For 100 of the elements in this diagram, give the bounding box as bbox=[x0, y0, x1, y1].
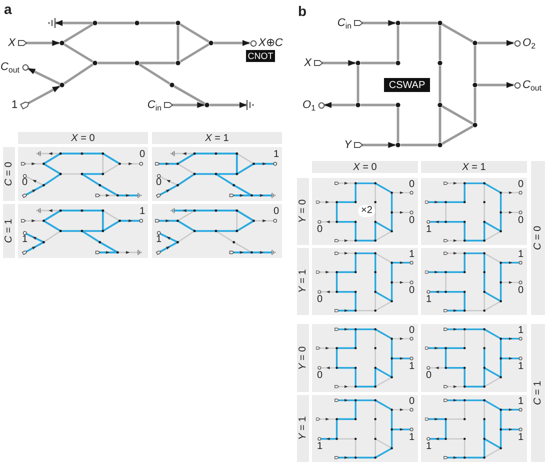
output-terminal bbox=[302, 98, 324, 112]
wire bbox=[140, 22, 176, 24]
signal-arrow bbox=[26, 40, 60, 46]
signal-arrow bbox=[28, 85, 60, 104]
junction-dot bbox=[356, 102, 360, 108]
terminal-label: X bbox=[304, 56, 312, 70]
row-header: C = 0 bbox=[3, 147, 15, 201]
signal-arrow bbox=[172, 102, 205, 108]
gate-label: CSWAP bbox=[384, 78, 430, 92]
bit-value: 0 bbox=[409, 286, 415, 296]
junction-dot bbox=[472, 40, 478, 46]
junction-dot bbox=[438, 60, 442, 66]
column-header: X = 0 bbox=[312, 161, 418, 173]
bit-value: 1 bbox=[518, 250, 524, 260]
bit-value: 0 bbox=[22, 178, 28, 188]
terminal-label: O$_{2}$ bbox=[522, 36, 536, 50]
bit-value: 0 bbox=[409, 180, 415, 190]
junction-dot bbox=[170, 82, 174, 88]
column-header: X = 1 bbox=[152, 132, 282, 144]
wire bbox=[64, 64, 94, 84]
wire bbox=[64, 23, 94, 43]
bit-value: 1 bbox=[426, 295, 432, 305]
ground-symbol bbox=[48, 18, 56, 28]
signal-arrow bbox=[362, 142, 396, 148]
bit-value: 0 bbox=[317, 371, 323, 381]
junction-dot bbox=[60, 40, 64, 46]
column-header: X = 1 bbox=[421, 161, 527, 173]
wire bbox=[98, 62, 134, 64]
input-terminal bbox=[147, 98, 172, 112]
bit-value: 0 bbox=[317, 295, 323, 305]
bit-value: 0 bbox=[426, 371, 432, 381]
bit-value: 0 bbox=[139, 150, 145, 160]
junction-dot bbox=[396, 20, 400, 26]
signal-arrow bbox=[362, 20, 396, 26]
bit-value: 0 bbox=[273, 207, 279, 217]
bit-value: 1 bbox=[409, 362, 415, 372]
multiplier-label: ×2 bbox=[358, 205, 376, 217]
junction-dot bbox=[438, 142, 442, 148]
bit-value: 1 bbox=[518, 433, 524, 443]
terminal-label: X⊕C bbox=[258, 36, 283, 50]
junction-dot bbox=[134, 20, 140, 26]
row-header: Y = 1 bbox=[297, 248, 309, 315]
signal-arrow bbox=[478, 40, 514, 46]
row-header: C = 1 bbox=[531, 324, 545, 462]
wire bbox=[64, 43, 94, 63]
signal-arrow bbox=[55, 20, 92, 26]
panel-letter: b bbox=[298, 3, 307, 19]
junction-dot bbox=[204, 102, 210, 108]
gate-label: CNOT bbox=[246, 50, 275, 62]
wire bbox=[442, 105, 474, 125]
junction-dot bbox=[92, 20, 98, 26]
terminal-label: Y bbox=[344, 138, 352, 152]
row-header: Y = 1 bbox=[297, 395, 309, 462]
output-terminal bbox=[514, 78, 542, 92]
signal-arrow bbox=[214, 40, 250, 46]
wire bbox=[138, 63, 170, 85]
bit-value: 1 bbox=[139, 207, 145, 217]
bit-value: 0 bbox=[409, 326, 415, 336]
wire bbox=[400, 22, 438, 24]
signal-arrow bbox=[478, 82, 514, 88]
bit-value: 1 bbox=[156, 235, 162, 245]
bit-value: 1 bbox=[317, 442, 323, 452]
junction-dot bbox=[92, 60, 98, 66]
junction-dot bbox=[396, 60, 400, 66]
ground-symbol bbox=[246, 100, 254, 110]
wire bbox=[474, 88, 476, 122]
wire bbox=[140, 62, 176, 64]
terminal-label: O$_{1}$ bbox=[302, 98, 316, 112]
bit-value: 1 bbox=[518, 362, 524, 372]
wire bbox=[98, 22, 134, 24]
bit-value: 1 bbox=[426, 442, 432, 452]
junction-dot bbox=[176, 20, 180, 26]
bit-value: 0 bbox=[317, 225, 323, 235]
wire bbox=[360, 104, 396, 106]
bit-value: 1 bbox=[518, 326, 524, 336]
panel-letter: a bbox=[4, 1, 12, 17]
wire bbox=[474, 46, 476, 82]
terminal-label: C$_{in}$ bbox=[337, 16, 352, 30]
junction-dot bbox=[356, 60, 360, 66]
wire bbox=[442, 23, 474, 43]
output-terminal bbox=[0, 60, 28, 74]
wire bbox=[396, 26, 400, 60]
wire bbox=[356, 66, 360, 102]
bit-value: 1 bbox=[518, 397, 524, 407]
row-header: C = 1 bbox=[3, 204, 15, 258]
bit-value: 0 bbox=[156, 178, 162, 188]
wire bbox=[180, 23, 210, 43]
junction-dot bbox=[134, 60, 140, 66]
row-header: Y = 0 bbox=[297, 178, 309, 245]
terminal-label: X bbox=[8, 36, 16, 50]
row-header: Y = 0 bbox=[297, 324, 309, 392]
signal-arrow bbox=[210, 102, 247, 108]
bit-value: 1 bbox=[273, 150, 279, 160]
column-header: X = 0 bbox=[18, 132, 148, 144]
bit-value: 0 bbox=[518, 180, 524, 190]
bit-value: 1 bbox=[409, 433, 415, 443]
junction-dot bbox=[396, 102, 400, 108]
bit-value: 0 bbox=[409, 397, 415, 407]
wire bbox=[438, 66, 442, 102]
wire bbox=[438, 108, 442, 142]
